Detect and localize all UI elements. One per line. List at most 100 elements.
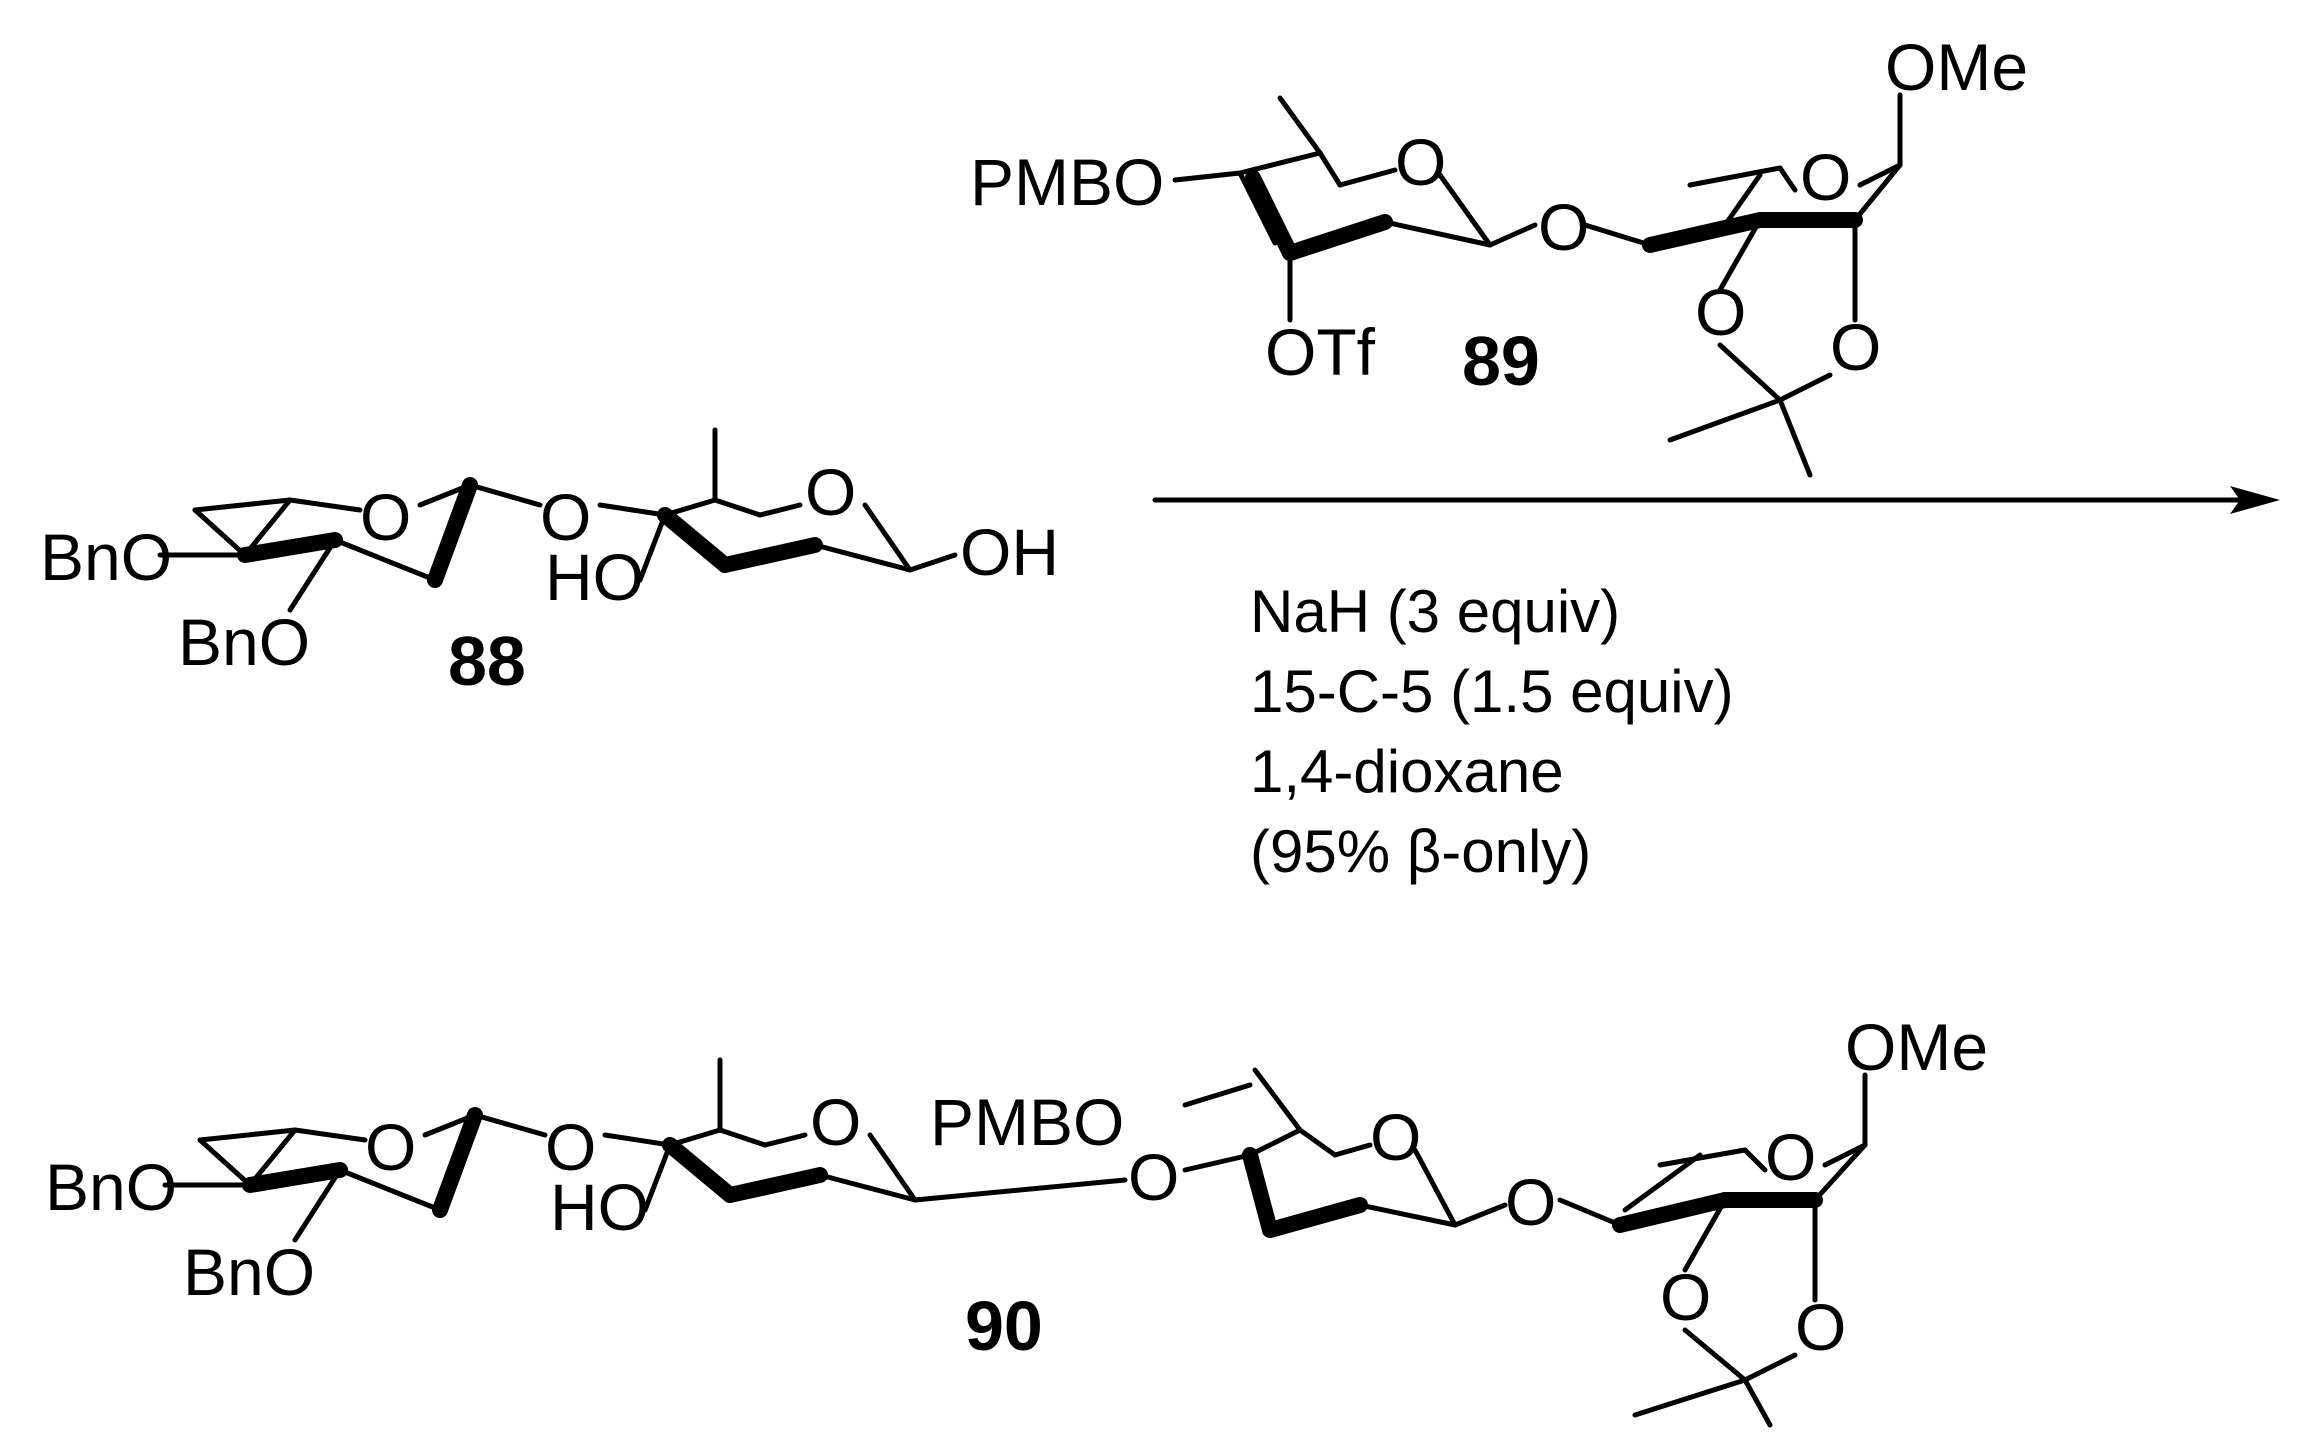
wedge-bond — [1262, 1197, 1368, 1238]
ring-oxygen-label: O — [360, 480, 411, 554]
bond — [1557, 1197, 1623, 1228]
wedge-bond — [1245, 170, 1298, 261]
bond — [637, 512, 668, 583]
ring-oxygen-label: O — [365, 1110, 416, 1184]
bond — [197, 1127, 298, 1143]
pmbo-label-89: PMBO — [970, 145, 1164, 219]
bond — [712, 497, 763, 518]
bond — [717, 1127, 768, 1148]
wedge-bond — [242, 1162, 348, 1193]
bond — [1277, 95, 1323, 156]
bond — [762, 1132, 808, 1148]
bond — [912, 1177, 1128, 1203]
bond — [1722, 172, 1763, 228]
wedge-bond — [722, 1167, 828, 1203]
bond — [1622, 1152, 1703, 1213]
ring-oxygen-label: O — [805, 455, 856, 529]
ho-label-90: HO — [550, 1170, 649, 1244]
wedge-bond — [657, 507, 733, 573]
wedge-bond — [662, 1137, 738, 1203]
arrow-head — [2230, 486, 2280, 514]
glycosidic-oxygen-label: O — [1538, 190, 1589, 264]
wedge-bond — [1282, 214, 1393, 261]
bond — [1182, 1152, 1253, 1173]
ring-oxygen-label: O — [1395, 125, 1446, 199]
bond — [1382, 219, 1493, 248]
bond — [1742, 1377, 1773, 1428]
acetonide-oxygen-label: O — [1795, 1290, 1846, 1364]
wedge-bond — [427, 477, 478, 588]
bond — [1337, 167, 1398, 188]
bno-label-88: BnO — [178, 605, 310, 679]
bond — [1252, 1067, 1303, 1133]
bond — [1237, 170, 1278, 246]
bond — [1687, 165, 1783, 188]
wedge-bond — [237, 532, 343, 563]
bond — [192, 507, 248, 558]
bond — [337, 1167, 443, 1213]
wedge-bond — [1242, 1147, 1278, 1238]
bno-label-90: BnO — [45, 1150, 177, 1224]
bond — [1317, 150, 1343, 188]
ome-label-89: OMe — [1885, 30, 2028, 104]
bond — [602, 1132, 673, 1148]
bond — [1582, 222, 1653, 248]
bond — [1357, 1202, 1458, 1228]
ring-oxygen-label: O — [1370, 1100, 1421, 1174]
bond — [1682, 1197, 1728, 1273]
reaction-arrow — [1152, 486, 2280, 514]
bond — [642, 1142, 673, 1213]
wedge-bond — [1642, 212, 1768, 253]
acetonide-oxygen-label: O — [1830, 310, 1881, 384]
bond — [292, 1127, 368, 1143]
bond — [332, 537, 438, 583]
wedge-bond — [717, 537, 823, 573]
ring-oxygen-label: O — [1765, 1120, 1816, 1194]
bond — [1777, 372, 1833, 403]
bond — [292, 1167, 343, 1243]
compound-89-number: 89 — [1462, 322, 1540, 400]
wedge-bond — [1612, 1192, 1733, 1233]
bno-label-88: BnO — [40, 520, 172, 594]
bond — [1632, 1377, 1748, 1418]
condition-solvent: 1,4-dioxane — [1250, 738, 1564, 805]
bond — [817, 1172, 918, 1203]
bond — [1412, 1147, 1458, 1228]
compound-88-number: 88 — [448, 622, 526, 700]
bond — [1682, 1327, 1748, 1383]
bond — [1172, 170, 1243, 183]
bond — [1717, 217, 1763, 293]
bond — [1822, 1142, 1868, 1168]
bond — [597, 502, 668, 518]
bond — [812, 542, 913, 573]
compound-90-number: 90 — [965, 1287, 1043, 1365]
bond — [1437, 172, 1493, 248]
bno-label-90: BnO — [183, 1235, 315, 1309]
bond — [1247, 1127, 1303, 1158]
bond — [867, 1132, 918, 1203]
otf-label: OTf — [1265, 315, 1376, 389]
bond — [287, 497, 363, 513]
condition-additive: 15-C-5 (1.5 equiv) — [1250, 658, 1734, 725]
ome-label-90: OMe — [1845, 1010, 1988, 1084]
bond — [1487, 222, 1538, 248]
bond — [1852, 162, 1903, 223]
bond — [1742, 1147, 1768, 1173]
bond — [1332, 1142, 1373, 1158]
bond — [907, 552, 958, 573]
bond — [1182, 1082, 1253, 1108]
condition-yield: (95% β-only) — [1250, 818, 1591, 885]
bond — [1777, 165, 1798, 193]
compound-88-structure — [157, 427, 958, 613]
compound-89-structure — [1172, 92, 1903, 478]
bond — [1667, 397, 1783, 443]
glycosidic-oxygen-label: O — [1128, 1140, 1179, 1214]
bond — [1657, 1147, 1748, 1168]
ho-label-88: HO — [545, 540, 644, 614]
acetonide-oxygen-label: O — [1660, 1260, 1711, 1334]
bond — [1297, 1127, 1338, 1158]
bond — [287, 537, 338, 613]
ring-oxygen-label: O — [810, 1085, 861, 1159]
